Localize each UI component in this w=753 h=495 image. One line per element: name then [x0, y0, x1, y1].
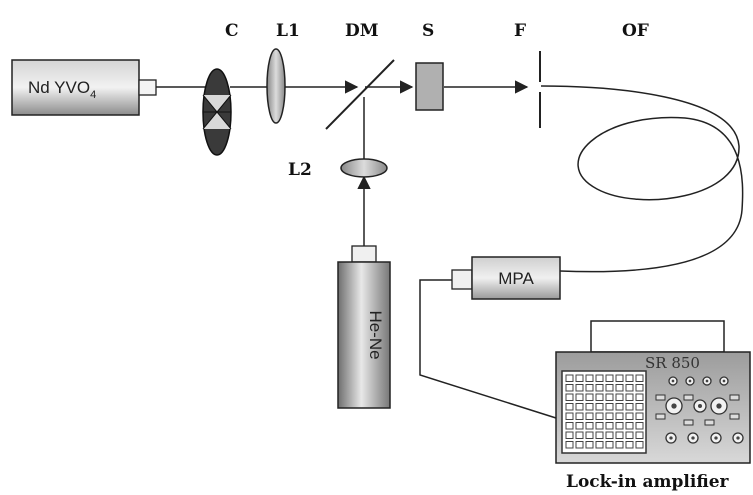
hene-label: He-Ne — [366, 310, 385, 359]
laser-label: Nd YVO4 — [28, 78, 96, 101]
lockin-display — [561, 370, 647, 454]
label-f: F — [514, 21, 526, 41]
signal-cable — [419, 279, 557, 419]
lockin-knobs — [655, 376, 744, 444]
lockin-amplifier: SR 850 — [555, 320, 751, 464]
label-s: S — [422, 21, 434, 41]
label-l1: L1 — [276, 21, 300, 41]
hene-laser: He-Ne — [337, 245, 391, 409]
mpa-detector: MPA — [451, 256, 561, 300]
label-of: OF — [622, 21, 649, 41]
collimator — [202, 68, 232, 156]
label-l2: L2 — [288, 160, 312, 180]
nd-yvo4-laser: Nd YVO4 — [11, 59, 157, 116]
mpa-label: MPA — [498, 269, 534, 288]
optical-fiber — [540, 85, 744, 273]
lens-l1 — [266, 48, 286, 124]
lens-l2 — [340, 158, 388, 178]
sample-cell — [415, 62, 444, 111]
dichroic-mirror — [325, 59, 395, 130]
lockin-model: SR 850 — [645, 354, 700, 372]
label-dm: DM — [345, 21, 379, 41]
lockin-caption: Lock-in amplifier — [566, 472, 730, 492]
label-c: C — [225, 21, 239, 41]
